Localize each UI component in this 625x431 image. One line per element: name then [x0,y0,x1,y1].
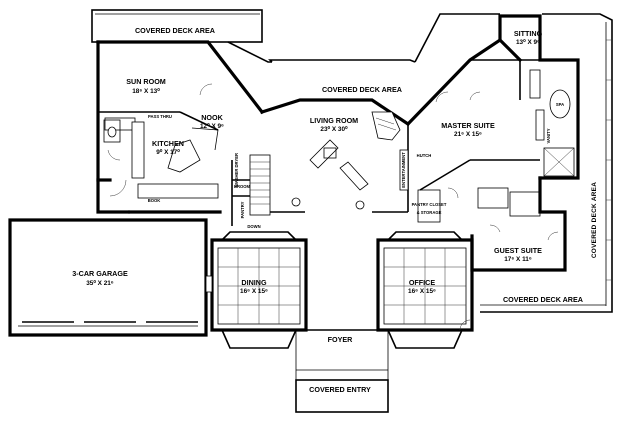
room-label-covered-deck-right-vertical: COVERED DECK AREA [591,182,598,258]
interior-walls [18,59,575,413]
exterior-walls [8,14,580,337]
annotation-labels: PASS THRU BROOM PANTRY DOWN BOOK ENTERTA… [148,102,564,229]
room-dims-sun-room: 18⁶ X 13⁰ [132,88,160,95]
room-label-nook: NOOK [201,113,223,122]
label-entertainment: ENTERTAINMENT [401,152,406,188]
room-label-covered-deck-top-left: COVERED DECK AREA [135,26,215,35]
label-storage: & STORAGE [417,210,442,215]
label-spa: SPA [556,102,564,107]
office-grid [383,231,467,349]
room-label-guest-suite: GUEST SUITE [494,246,542,255]
room-label-sitting: SITTING [514,29,543,38]
room-dims-guest-suite: 17⁶ X 11⁶ [504,256,532,263]
room-labels: COVERED DECK AREA SUN ROOM 18⁶ X 13⁰ NOO… [72,26,598,394]
label-down: DOWN [247,224,260,229]
room-dims-kitchen: 9⁰ X 17⁰ [156,149,180,156]
label-washer-dryer: WASHER DRYER [234,153,239,187]
room-label-master-suite: MASTER SUITE [441,121,495,130]
dining-grid [205,231,301,349]
label-pantry: PANTRY [240,201,245,218]
room-dims-garage: 35⁰ X 21⁶ [86,280,114,287]
room-dims-office: 16⁶ X 15⁶ [408,288,436,295]
room-label-covered-deck-top-center: COVERED DECK AREA [322,85,402,94]
label-hutch: HUTCH [417,153,432,158]
room-dims-living-room: 23⁰ X 30⁰ [320,126,348,133]
room-label-garage: 3-CAR GARAGE [72,269,128,278]
room-label-covered-entry: COVERED ENTRY [309,385,371,394]
room-label-dining: DINING [241,278,267,287]
label-vanity: VANITY [546,128,551,143]
label-book: BOOK [148,198,161,203]
room-dims-master-suite: 21⁶ X 15⁶ [454,131,482,138]
room-label-living-room: LIVING ROOM [310,116,358,125]
room-label-covered-deck-right-bottom: COVERED DECK AREA [503,295,583,304]
room-dims-sitting: 13⁰ X 9⁶ [516,39,540,46]
label-broom: BROOM [234,184,251,189]
room-label-foyer: FOYER [328,335,354,344]
room-dims-dining: 16⁶ X 15⁶ [240,288,268,295]
room-label-office: OFFICE [409,278,436,287]
half-bath [103,119,121,143]
label-pantry-closet: PANTRY CLOSET [412,202,447,207]
label-pass-thru: PASS THRU [148,114,172,119]
room-dims-nook: 12⁰ X 9⁶ [200,123,224,130]
room-label-sun-room: SUN ROOM [126,77,166,86]
room-label-kitchen: KITCHEN [152,139,184,148]
door-swings [107,83,559,331]
